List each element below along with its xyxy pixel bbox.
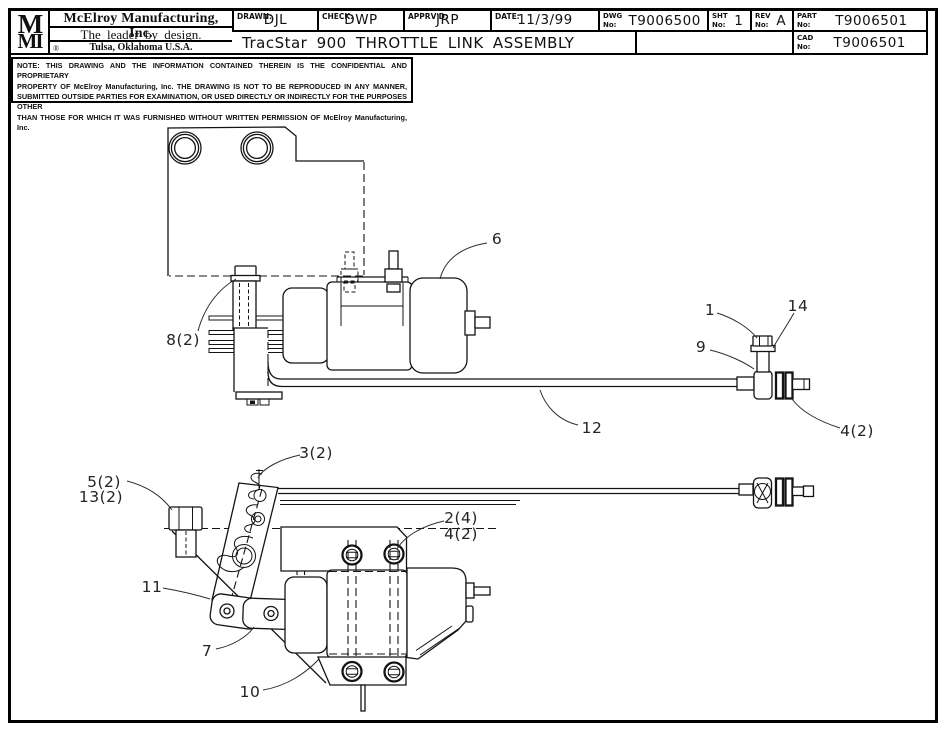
lower-assembly-view [164, 469, 815, 712]
callout-4-lower: 4(2) [444, 525, 478, 543]
rod-end-fitting-lower [738, 477, 815, 509]
callout-10: 10 [240, 683, 261, 701]
callout-3: 3(2) [299, 444, 333, 462]
mounting-plate [167, 126, 365, 277]
revision-field: REV No: A [750, 11, 792, 32]
callout-9: 9 [696, 338, 706, 356]
callout-13: 13(2) [79, 488, 123, 506]
note-line-3: SUBMITTED OUTSIDE PARTIES FOR EXAMINATIO… [17, 92, 407, 112]
title-block-spacer [635, 32, 792, 53]
leader-6 [439, 242, 488, 280]
leader-11 [162, 587, 211, 600]
throttle-link-rod [267, 361, 741, 388]
throttle-actuator-lower [284, 540, 491, 667]
hidden-through-bolts [329, 540, 406, 667]
callout-7: 7 [202, 642, 212, 660]
mounting-bolt [384, 250, 403, 293]
company-logo: M MI [11, 11, 48, 53]
callout-11: 11 [142, 578, 163, 596]
standoff-bracket [230, 265, 283, 406]
note-line-1: NOTE: THIS DRAWING AND THE INFORMATION C… [17, 61, 407, 81]
bushing-left [168, 131, 202, 165]
callout-14: 14 [788, 297, 809, 315]
throttle-link-rod-lower [278, 487, 741, 505]
dwg-number-field: DWG No: T9006500 [598, 11, 707, 32]
callout-6: 6 [492, 230, 502, 248]
proprietary-note: NOTE: THIS DRAWING AND THE INFORMATION C… [11, 57, 413, 132]
callout-8: 8(2) [166, 331, 200, 349]
company-location: ® Tulsa, Oklahoma U.S.A. [53, 42, 193, 53]
leader-5-13 [126, 480, 173, 511]
leader-3 [257, 454, 301, 479]
leader-14 [772, 312, 795, 349]
upper-assembly-view [167, 126, 811, 406]
cad-number-field: CAD No: T9006501 [792, 32, 926, 53]
drawn-field: DRAWN: DJL [232, 11, 317, 32]
leader-2-4 [396, 520, 445, 550]
logo-letter-m: M [17, 11, 44, 39]
throttle-actuator-upper [282, 250, 491, 374]
hairpin-clips [216, 472, 267, 573]
sheet-number-field: SHT No: 1 [707, 11, 750, 32]
callout-leaders [126, 242, 841, 691]
leader-10 [262, 658, 320, 691]
title-block: M MI McElroy Manufacturing, Inc. The lea… [11, 11, 928, 55]
registered-trademark-symbol: ® [53, 44, 60, 53]
company-tagline: The leader by design. [50, 28, 232, 42]
note-line-4: THAN THOSE FOR WHICH IT WAS FURNISHED WI… [17, 112, 407, 133]
date-field: DATE: 11/3/99 [490, 11, 598, 32]
note-line-2: PROPERTY OF McElroy Manufacturing, Inc. … [17, 81, 407, 91]
callout-2: 2(4) [444, 509, 478, 527]
company-name: McElroy Manufacturing, Inc. [50, 11, 232, 41]
leader-1 [716, 312, 758, 339]
sheet-border [8, 8, 938, 723]
approved-field: APPRV'D: JRP [403, 11, 490, 32]
lower-mount-plate [317, 656, 407, 712]
check-field: CHECK: DWP [317, 11, 403, 32]
callout-labels: 6 8(2) 1 14 9 12 4(2) 3(2) 5(2) 13(2) 2(… [79, 230, 874, 701]
drawing-title: TracStar 900 THROTTLE LINK ASSEMBLY [242, 33, 575, 52]
part-number-field: PART No: T9006501 [792, 11, 926, 32]
callout-12: 12 [582, 419, 603, 437]
leader-12 [539, 389, 579, 426]
callout-5: 5(2) [87, 473, 121, 491]
leader-9 [709, 349, 755, 370]
throttle-lever [211, 469, 279, 614]
leader-7 [215, 626, 255, 650]
callout-4-upper: 4(2) [840, 422, 874, 440]
mount-screws [341, 543, 405, 566]
leader-8 [197, 278, 237, 332]
rod-end-fitting-upper [736, 335, 811, 400]
hidden-mounting-bolt [340, 251, 359, 293]
bushing-right [240, 131, 274, 165]
leader-4-upper [791, 398, 841, 429]
logo-letters-mi: MI [17, 29, 44, 53]
pivot-bolt [168, 506, 203, 558]
company-info: McElroy Manufacturing, Inc. The leader b… [48, 11, 232, 53]
callout-1: 1 [705, 301, 715, 319]
